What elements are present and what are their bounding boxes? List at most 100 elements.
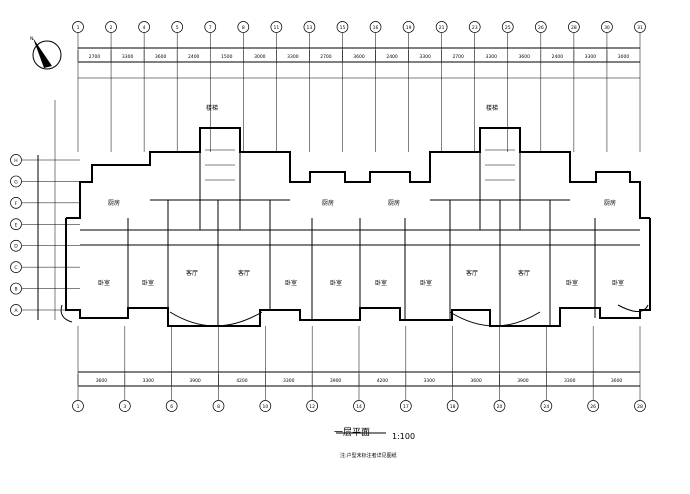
room-living-1: 客厅 bbox=[186, 269, 198, 277]
dim-top-2: 3600 bbox=[155, 54, 167, 60]
svg-text:20: 20 bbox=[497, 404, 503, 410]
svg-text:7: 7 bbox=[209, 25, 212, 31]
room-stair-2: 楼梯 bbox=[486, 104, 498, 112]
svg-text:26: 26 bbox=[538, 25, 544, 31]
dim-bottom-10: 3300 bbox=[564, 378, 576, 384]
grid-axis-top-8: 8 bbox=[237, 21, 250, 33]
north-letter: N bbox=[30, 36, 33, 42]
dim-bottom-6: 4200 bbox=[377, 378, 389, 384]
grid-axis-bottom-28: 28 bbox=[634, 400, 646, 412]
dim-bottom-1: 3300 bbox=[143, 378, 155, 384]
grid-axis-left-A: A bbox=[10, 304, 22, 316]
svg-text:F: F bbox=[15, 201, 18, 207]
dim-bottom-8: 3600 bbox=[470, 378, 482, 384]
dim-bottom-4: 3300 bbox=[283, 378, 295, 384]
grid-axis-top-5: 5 bbox=[171, 21, 184, 33]
grid-axis-bottom-1: 1 bbox=[72, 400, 84, 412]
grid-axis-bottom-6: 6 bbox=[165, 400, 178, 412]
dim-top-4: 1500 bbox=[221, 54, 233, 60]
svg-text:16: 16 bbox=[373, 25, 379, 31]
dim-bottom-3: 4200 bbox=[236, 378, 248, 384]
grid-axis-left-F: F bbox=[10, 197, 22, 209]
room-bedroom-3: 卧室 bbox=[285, 279, 297, 287]
grid-axis-bottom-20: 20 bbox=[493, 400, 506, 412]
svg-text:5: 5 bbox=[176, 25, 179, 31]
svg-text:28: 28 bbox=[637, 404, 643, 410]
dim-top-6: 3300 bbox=[287, 54, 299, 60]
grid-axis-top-2: 2 bbox=[105, 21, 117, 33]
dim-top-11: 2700 bbox=[452, 54, 464, 60]
dim-bottom-0: 3600 bbox=[96, 378, 108, 384]
dim-top-10: 3300 bbox=[419, 54, 431, 60]
svg-text:B: B bbox=[14, 287, 17, 293]
room-kitchen-3: 厨房 bbox=[388, 199, 400, 207]
grid-axis-bottom-24: 24 bbox=[540, 400, 553, 412]
grid-axis-top-30: 30 bbox=[601, 21, 613, 33]
dim-top-13: 3600 bbox=[519, 54, 531, 60]
dim-bottom-9: 3900 bbox=[517, 378, 529, 384]
interior-walls bbox=[80, 128, 640, 326]
room-bedroom-6: 卧室 bbox=[420, 279, 432, 287]
grid-axis-top-25: 25 bbox=[501, 21, 514, 33]
dim-bottom-7: 3300 bbox=[424, 378, 436, 384]
room-bedroom-1: 卧室 bbox=[98, 279, 110, 287]
dim-top-0: 2700 bbox=[89, 54, 101, 60]
svg-text:24: 24 bbox=[543, 404, 549, 410]
svg-text:10: 10 bbox=[262, 404, 268, 410]
room-bedroom-8: 卧室 bbox=[612, 279, 624, 287]
grid-axis-top-28: 28 bbox=[568, 21, 580, 33]
dim-bottom-2: 3900 bbox=[189, 378, 201, 384]
drawing-title: 一层平面 bbox=[334, 428, 371, 438]
dim-top-3: 2400 bbox=[188, 54, 200, 60]
svg-text:2: 2 bbox=[110, 25, 113, 31]
svg-text:18: 18 bbox=[450, 404, 456, 410]
dim-top-5: 3000 bbox=[254, 54, 266, 60]
dim-top-1: 3300 bbox=[122, 54, 134, 60]
grid-axis-top-19: 19 bbox=[402, 21, 415, 33]
grid-axis-bottom-17: 17 bbox=[399, 400, 412, 412]
svg-text:4: 4 bbox=[143, 25, 146, 31]
room-bedroom-7: 卧室 bbox=[566, 279, 578, 287]
grid-axis-top-21: 21 bbox=[435, 21, 448, 33]
svg-text:23: 23 bbox=[472, 25, 478, 31]
svg-text:30: 30 bbox=[604, 25, 610, 31]
grid-axis-left-G: G bbox=[10, 175, 22, 188]
svg-text:12: 12 bbox=[309, 404, 315, 410]
svg-text:15: 15 bbox=[340, 25, 346, 31]
svg-text:1: 1 bbox=[77, 404, 80, 410]
grid-axis-left-D: D bbox=[10, 239, 22, 252]
svg-text:31: 31 bbox=[637, 25, 643, 31]
svg-text:21: 21 bbox=[439, 25, 445, 31]
room-living-2: 客厅 bbox=[238, 269, 250, 277]
dim-bottom-5: 3900 bbox=[330, 378, 342, 384]
svg-text:13: 13 bbox=[307, 25, 313, 31]
grid-axis-top-4: 4 bbox=[138, 21, 150, 33]
room-bedroom-4: 卧室 bbox=[330, 279, 342, 287]
grid-axis-top-15: 15 bbox=[336, 21, 349, 33]
svg-text:1: 1 bbox=[77, 25, 80, 31]
svg-text:14: 14 bbox=[356, 404, 362, 410]
room-kitchen-4: 厨房 bbox=[604, 199, 616, 207]
svg-text:17: 17 bbox=[403, 404, 409, 410]
dim-top-12: 3300 bbox=[486, 54, 498, 60]
grid-axis-bottom-14: 14 bbox=[353, 400, 365, 412]
top-dimension-texts: 2700 3300 3600 2400 1500 3000 3300 2700 3600 2400… bbox=[77, 50, 629, 61]
svg-text:19: 19 bbox=[406, 25, 412, 31]
grid-axis-bottom-18: 18 bbox=[446, 400, 459, 412]
drawing-note: 注:户型未标注者详见图纸 bbox=[340, 453, 397, 459]
grid-axis-top-16: 16 bbox=[369, 21, 382, 33]
grid-axis-bottom-26: 26 bbox=[587, 400, 600, 412]
grid-axis-left-B: B bbox=[10, 282, 22, 295]
grid-axis-bottom-8: 8 bbox=[212, 400, 225, 412]
dim-top-9: 2400 bbox=[386, 54, 398, 60]
svg-text:26: 26 bbox=[590, 404, 596, 410]
svg-text:H: H bbox=[14, 158, 17, 164]
bottom-dimension-texts: 3600 3300 3900 4200 3300 3900 4200 3300 3600 3900… bbox=[77, 374, 622, 385]
dim-top-14: 2400 bbox=[552, 54, 564, 60]
grid-axis-top-31: 31 bbox=[634, 21, 646, 33]
grid-axis-top-7: 7 bbox=[204, 21, 217, 33]
svg-text:8: 8 bbox=[242, 25, 245, 31]
grid-axis-top-26: 26 bbox=[534, 21, 547, 33]
grid-axis-top-11: 11 bbox=[270, 21, 283, 33]
